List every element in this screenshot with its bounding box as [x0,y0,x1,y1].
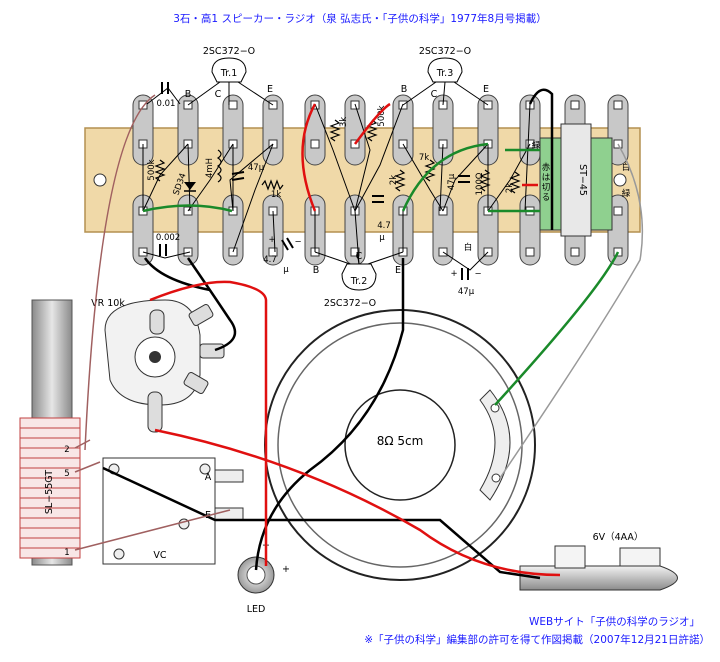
diagram-title: 3石・高1 スピーカー・ラジオ（泉 弘志氏・「子供の科学」1977年8月号掲載） [173,12,546,25]
label-c-47u-e: 47μ [458,287,475,297]
battery-label: 6V（4AA） [593,531,644,543]
resistor-bodies [154,119,521,194]
svg-text:E: E [395,265,401,276]
svg-text:C: C [431,89,438,100]
svg-text:Tr.2: Tr.2 [350,276,368,287]
label-r-3k: 3k [339,117,349,127]
svg-text:C: C [356,251,363,262]
svg-text:2SC372−O: 2SC372−O [324,298,376,309]
label-c-47u-a: 47μ [248,163,265,173]
label-minus-e: − [474,269,481,279]
led-plus: + [282,564,290,575]
coil-pin5: 5 [64,469,69,479]
label-l-4mh: 4mH [205,158,215,178]
wires-green [142,142,620,406]
battery-holder: 6V（4AA） [519,531,678,591]
wires-brown [74,94,231,551]
board-mount-hole-left [93,173,107,187]
transistor-tr2: Tr.2 2SC372−O B C E [313,251,401,309]
svg-text:C: C [215,89,222,100]
variable-capacitor: VC A E [102,457,244,565]
label-minus-b: − [294,237,301,247]
capacitor-bodies [159,82,470,280]
wire-label-red-b: は [542,173,551,183]
coil-label: SL−55GT [44,470,55,514]
transistor-tr1: Tr.1 2SC372−O B C E [185,46,273,100]
label-mu-c: μ [379,233,385,243]
speaker-terminal-bracket [479,389,511,501]
coil-pin1: 1 [64,548,69,558]
terminal-row-bottom [132,194,629,266]
label-r-500k-a: 500k [147,159,157,180]
wire-label-white-bottom: 白 [464,242,473,253]
svg-text:B: B [313,265,320,276]
svg-text:E: E [483,84,489,95]
wires-white [499,143,644,479]
speaker-label: 8Ω 5cm [377,434,424,448]
footer-line-1: WEBサイト「子供の科学のラジオ」 [529,615,700,628]
speaker-terminal-bottom [491,473,501,483]
coil-pin2: 2 [64,445,69,455]
label-c-0002: 0.002 [156,233,180,243]
svg-text:B: B [185,89,192,100]
label-r-100: 100Ω [475,172,485,195]
transformer-label: ST−45 [577,164,588,196]
label-c-47-b: 4.7 [263,255,277,265]
svg-text:2SC372−O: 2SC372−O [203,46,255,57]
label-c-001: 0.01 [157,99,176,109]
vc-label: VC [153,550,166,561]
svg-text:Tr.3: Tr.3 [436,68,454,79]
footer-line-2: ※「子供の科学」編集部の許可を得て作図掲載（2007年12月21日許諾） [364,633,710,646]
transformer-body [560,123,592,237]
volume-vr: VR 10k [91,298,225,433]
vr-label: VR 10k [91,298,125,309]
led: LED − + [237,540,290,615]
label-mu-b: μ [283,265,289,275]
transistor-tr3: Tr.3 2SC372−O B C E [401,46,489,100]
svg-text:Tr.1: Tr.1 [220,68,238,79]
label-r-500k-b: 500k [377,105,387,126]
label-r-1k: 1k [271,190,281,200]
speaker-terminal-top [490,403,500,413]
label-r-2k-b: 2k [505,183,515,193]
wire-label-white-right: 白 [622,162,631,173]
label-r-7k: 7k [419,153,429,163]
label-plus-b: + [268,235,275,245]
component-leads [142,87,531,271]
wire-label-red-d: る [542,193,551,203]
bar-antenna: SL−55GT 2 5 1 [19,299,81,566]
coil-4mh [216,149,222,183]
wire-label-green-left: 緑 [532,140,541,151]
terminal-row-top [132,94,629,166]
svg-text:E: E [267,84,273,95]
label-c-47-c: 4.7 [377,221,391,231]
wire-label-red-c: 切 [542,183,551,193]
led-label: LED [247,604,266,615]
wire-label-red-a: 赤 [542,163,551,173]
svg-text:B: B [401,84,408,95]
svg-text:2SC372−O: 2SC372−O [419,46,471,57]
diode-sd34 [184,182,196,192]
label-c-47u-d: 47μ [447,173,457,190]
label-plus-e: + [450,269,457,279]
wire-label-green-right: 緑 [622,188,631,199]
wires-red [149,102,561,577]
vc-pin-a: A [205,472,212,483]
label-r-2k: 2k [389,175,399,185]
board-mount-hole-right [613,173,627,187]
